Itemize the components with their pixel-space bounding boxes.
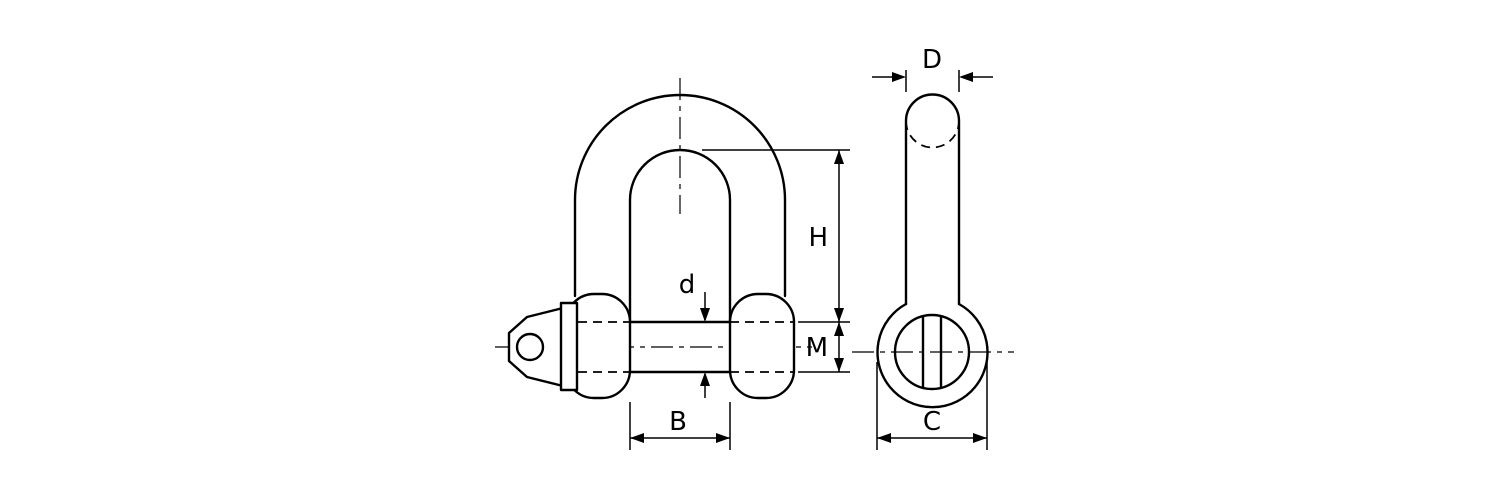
dim-label-H: H (808, 223, 828, 253)
extension-lines-B (629, 402, 731, 450)
dimensions-side: D C (872, 45, 993, 450)
pin-shaft (628, 320, 732, 374)
extension-lines-D (905, 70, 960, 92)
front-view (495, 78, 812, 400)
arrow-H-top (834, 150, 844, 164)
extension-lines-C (876, 362, 988, 450)
dim-label-d: d (679, 270, 696, 300)
right-eye-boss (728, 292, 796, 400)
dim-label-D: D (922, 45, 942, 75)
arrow-M-top (834, 322, 844, 336)
eye-inner-circle (893, 313, 971, 391)
dim-label-C: C (923, 407, 941, 437)
arrow-D-right (959, 72, 973, 82)
arrow-B-right (716, 433, 730, 443)
arrow-C-right (973, 433, 987, 443)
extension-lines-h-m (702, 149, 850, 373)
arrow-d-bottom (700, 372, 710, 386)
shank-outline (904, 93, 961, 306)
eye-outer-circle (876, 302, 989, 409)
arrow-B-left (630, 433, 644, 443)
arrow-M-bottom (834, 358, 844, 372)
dimensions-front: H M d B (629, 149, 850, 450)
arrow-D-left (892, 72, 906, 82)
dim-label-B: B (669, 407, 687, 437)
arrow-H-bottom (834, 308, 844, 322)
shank-hidden-cap-arc (905, 120, 960, 149)
dim-label-M: M (806, 333, 828, 363)
bow-inner-outline (628, 148, 732, 324)
pin-collar (559, 301, 579, 392)
pin-hole-lines (921, 315, 943, 389)
bow-outer-outline (573, 93, 787, 298)
side-view (852, 93, 1014, 409)
arrow-C-left (877, 433, 891, 443)
pin-head-hole (515, 332, 545, 362)
arrow-d-top (700, 308, 710, 322)
